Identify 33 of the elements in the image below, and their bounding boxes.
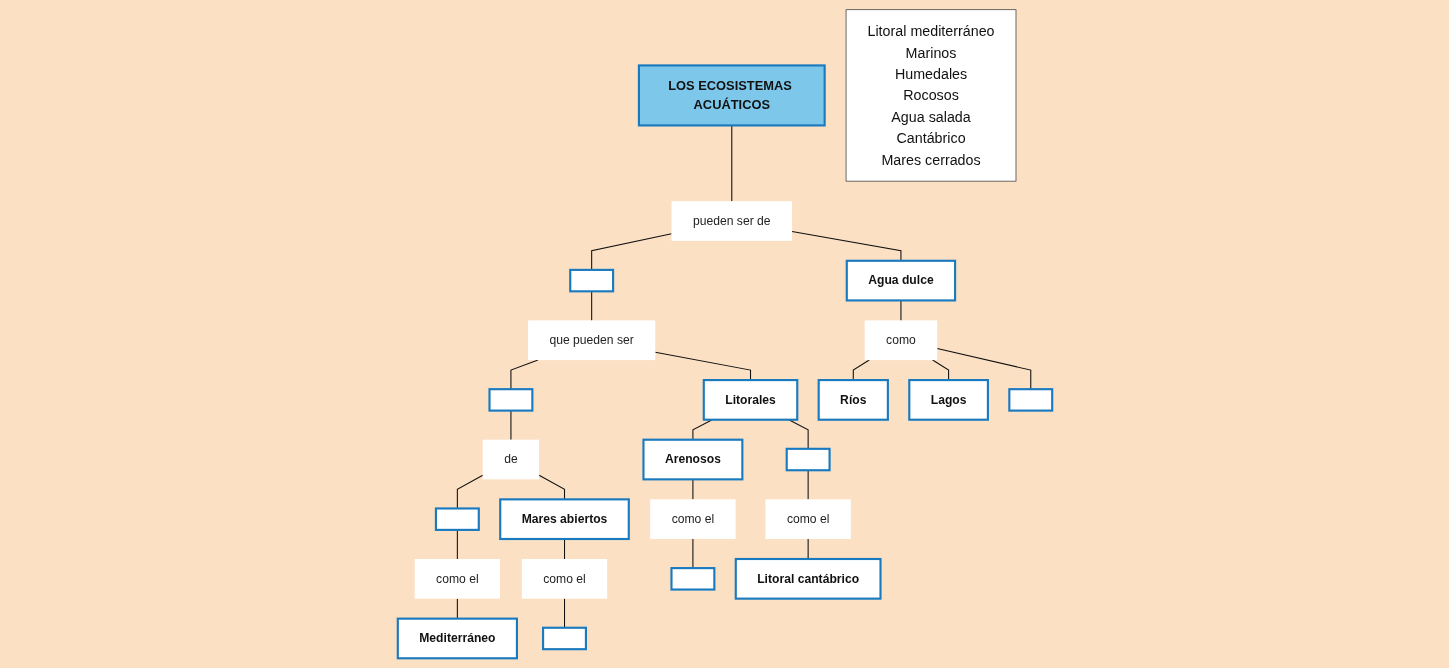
node-box [568,268,614,293]
node-box: Litoral cantábrico [734,557,882,600]
node-box: como el [521,559,607,599]
connector [654,351,751,381]
connector [691,538,693,569]
node-box: Mares abiertos [498,498,630,541]
connector [931,359,949,381]
node-box: Litoral mediterráneo Marinos Humedales Rocosos Agua salada Cantábrico Mares cerrados [845,9,1016,182]
node-box: Mediterráneo [396,617,518,660]
node-box: Litorales [702,379,798,421]
node-box [1007,388,1053,412]
node-box [434,507,480,531]
node-box [669,567,715,591]
node-box: de [482,439,539,480]
node-box: que pueden ser [527,320,655,361]
connector [807,538,809,560]
node-box: Ríos [817,379,889,421]
connector [538,474,565,500]
node-box [785,447,831,472]
connector [852,359,870,381]
node-box: como el [649,499,736,539]
node-box: LOS ECOSISTEMAS ACUÁTICOS [637,64,826,127]
node-box: como el [764,499,851,539]
connector [936,348,1031,390]
node-box: pueden ser de [671,201,792,241]
node-box [541,626,587,651]
node-box [487,388,533,412]
node-box: Lagos [907,379,989,421]
node-box: como el [414,559,500,599]
connector [456,529,458,560]
node-box: Agua dulce [845,259,956,302]
node-box: Arenosos [641,438,743,481]
node-box: como [864,320,937,361]
